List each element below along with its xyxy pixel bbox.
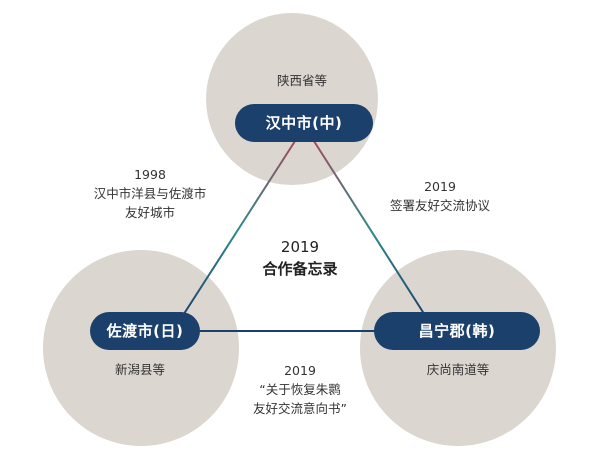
center-memo: 2019 合作备忘录 — [240, 236, 360, 280]
edge-line-left — [179, 137, 298, 321]
edge-bottom-annotation: 2019 “关于恢复朱鹮 友好交流意向书” — [220, 361, 380, 418]
center-year: 2019 — [280, 238, 320, 256]
hanzhong-circle — [206, 13, 378, 185]
edge-right-annotation: 2019 签署友好交流协议 — [360, 177, 520, 215]
center-title: 合作备忘录 — [262, 260, 338, 278]
changning-pill: 昌宁郡(韩) — [374, 312, 540, 350]
edge-left-line-2: 友好城市 — [124, 205, 175, 220]
changning-region-label: 庆尚南道等 — [426, 362, 490, 377]
sado-pill: 佐渡市(日) — [90, 312, 200, 350]
edge-bottom-line-2: 友好交流意向书” — [253, 401, 347, 416]
edge-left-line-1: 汉中市洋县与佐渡市 — [93, 186, 207, 201]
edge-bottom-line-1: “关于恢复朱鹮 — [259, 382, 341, 397]
sado-region-label: 新潟县等 — [114, 362, 165, 377]
edge-bottom-year: 2019 — [284, 363, 316, 378]
edge-right-line-1: 签署友好交流协议 — [389, 198, 490, 213]
edge-right-year: 2019 — [424, 179, 456, 194]
hanzhong-pill: 汉中市(中) — [235, 104, 373, 142]
hanzhong-region-label: 陕西省等 — [276, 73, 327, 88]
edge-line-right — [311, 137, 429, 321]
edge-left-annotation: 1998 汉中市洋县与佐渡市 友好城市 — [70, 165, 230, 222]
edge-left-year: 1998 — [134, 167, 166, 182]
